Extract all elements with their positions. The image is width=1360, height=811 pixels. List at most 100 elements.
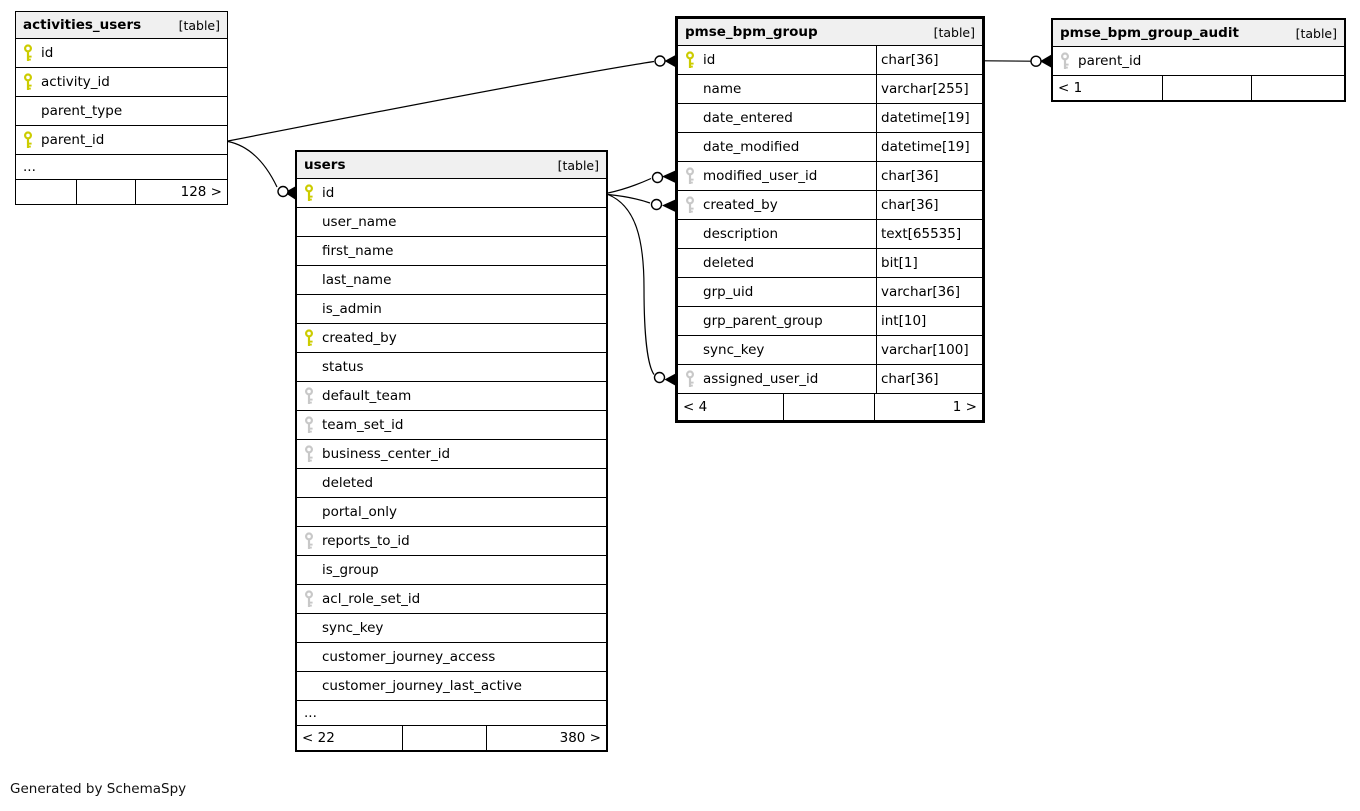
foreign-key-icon	[304, 416, 314, 434]
table-tag: [table]	[178, 17, 220, 33]
column-name: assigned_user_id	[703, 371, 819, 387]
primary-key-icon	[685, 51, 695, 69]
column-name: date_modified	[703, 139, 800, 155]
column-name: user_name	[322, 214, 397, 230]
table-users[interactable]: users [table] id user_name first_name last_…	[295, 150, 608, 752]
column-name: sync_key	[322, 620, 384, 636]
column-type: varchar[100]	[876, 336, 982, 364]
column-name: last_name	[322, 272, 392, 288]
column-name: created_by	[703, 197, 778, 213]
column-type: char[36]	[876, 191, 982, 219]
table-footer: < 22 380 >	[297, 726, 606, 750]
foreign-key-icon	[304, 590, 314, 608]
column-type: bit[1]	[876, 249, 982, 277]
table-name[interactable]: pmse_bpm_group_audit	[1060, 25, 1239, 41]
foreign-key-icon	[304, 387, 314, 405]
column-row-id: id	[16, 39, 227, 68]
column-row-business_center_id: business_center_id	[297, 440, 606, 469]
column-name: parent_type	[41, 103, 123, 119]
column-name: created_by	[322, 330, 397, 346]
column-row-created_by: created_by	[297, 324, 606, 353]
column-row-portal_only: portal_only	[297, 498, 606, 527]
column-name: status	[322, 359, 364, 375]
column-name: modified_user_id	[703, 168, 818, 184]
ellipsis-row: ...	[297, 701, 606, 726]
footer-children: 128 >	[180, 184, 222, 200]
relationship-users-id-to-pmse_bpm_group-assigned_user_id	[607, 193, 677, 387]
column-name: is_group	[322, 562, 379, 578]
column-row-created_by: created_by char[36]	[678, 191, 982, 220]
column-row-modified_user_id: modified_user_id char[36]	[678, 162, 982, 191]
column-name: deleted	[322, 475, 374, 491]
relationship-activities_users-parent_id-to-pmse_bpm_group-id	[227, 54, 677, 142]
table-footer: < 4 1 >	[678, 394, 982, 420]
column-name: reports_to_id	[322, 533, 410, 549]
foreign-key-icon	[304, 532, 314, 550]
column-row-last_name: last_name	[297, 266, 606, 295]
column-name: description	[703, 226, 779, 242]
table-header: users [table]	[297, 152, 606, 179]
column-type: char[36]	[876, 365, 982, 393]
column-name: name	[703, 81, 742, 97]
table-footer: < 1	[1053, 76, 1344, 100]
relationship-activities_users-parent_id-to-users-id	[227, 140, 296, 200]
table-pmse_bpm_group_audit[interactable]: pmse_bpm_group_audit [table] parent_id <…	[1051, 18, 1346, 102]
column-row-customer_journey_access: customer_journey_access	[297, 643, 606, 672]
column-row-team_set_id: team_set_id	[297, 411, 606, 440]
column-row-is_admin: is_admin	[297, 295, 606, 324]
footer-children: 380 >	[559, 730, 601, 746]
footer-parents: < 4	[678, 394, 784, 420]
column-row-status: status	[297, 353, 606, 382]
table-name[interactable]: users	[304, 157, 346, 173]
foreign-key-icon	[685, 370, 695, 388]
table-tag: [table]	[557, 157, 599, 173]
column-type: datetime[19]	[876, 104, 982, 132]
footer-middle	[403, 726, 487, 750]
column-row-parent_type: parent_type	[16, 97, 227, 126]
column-name: grp_uid	[703, 284, 754, 300]
column-name: id	[703, 52, 716, 68]
column-row-id: id	[297, 179, 606, 208]
column-row-default_team: default_team	[297, 382, 606, 411]
column-name: business_center_id	[322, 446, 451, 462]
primary-key-icon	[23, 44, 33, 62]
column-type: char[36]	[876, 162, 982, 190]
column-name: customer_journey_last_active	[322, 678, 522, 694]
column-name: id	[322, 185, 335, 201]
table-columns: parent_id	[1053, 47, 1344, 76]
relationship-users-id-to-pmse_bpm_group-modified_user_id	[607, 170, 677, 194]
column-row-reports_to_id: reports_to_id	[297, 527, 606, 556]
column-name: activity_id	[41, 74, 110, 90]
column-row-parent_id: parent_id	[1053, 47, 1344, 76]
column-row-user_name: user_name	[297, 208, 606, 237]
column-type: varchar[255]	[876, 75, 982, 103]
column-row-sync_key: sync_key	[297, 614, 606, 643]
column-row-id: id char[36]	[678, 46, 982, 75]
column-name: acl_role_set_id	[322, 591, 421, 607]
table-name[interactable]: pmse_bpm_group	[685, 24, 818, 40]
primary-key-icon	[23, 131, 33, 149]
column-type: char[36]	[876, 46, 982, 74]
relationship-pmse_bpm_group-id-to-pmse_bpm_group_audit-parent_id	[984, 54, 1052, 68]
primary-key-icon	[23, 73, 33, 91]
table-header: activities_users [table]	[16, 12, 227, 39]
footer-children: 1 >	[952, 399, 977, 415]
column-name: first_name	[322, 243, 394, 259]
column-type: datetime[19]	[876, 133, 982, 161]
column-row-assigned_user_id: assigned_user_id char[36]	[678, 365, 982, 394]
table-name[interactable]: activities_users	[23, 17, 142, 33]
column-name: grp_parent_group	[703, 313, 823, 329]
column-row-activity_id: activity_id	[16, 68, 227, 97]
footer-middle	[1163, 76, 1252, 100]
column-name: parent_id	[1078, 53, 1142, 69]
ellipsis-row: ...	[16, 155, 227, 180]
column-name: team_set_id	[322, 417, 404, 433]
column-name: sync_key	[703, 342, 765, 358]
